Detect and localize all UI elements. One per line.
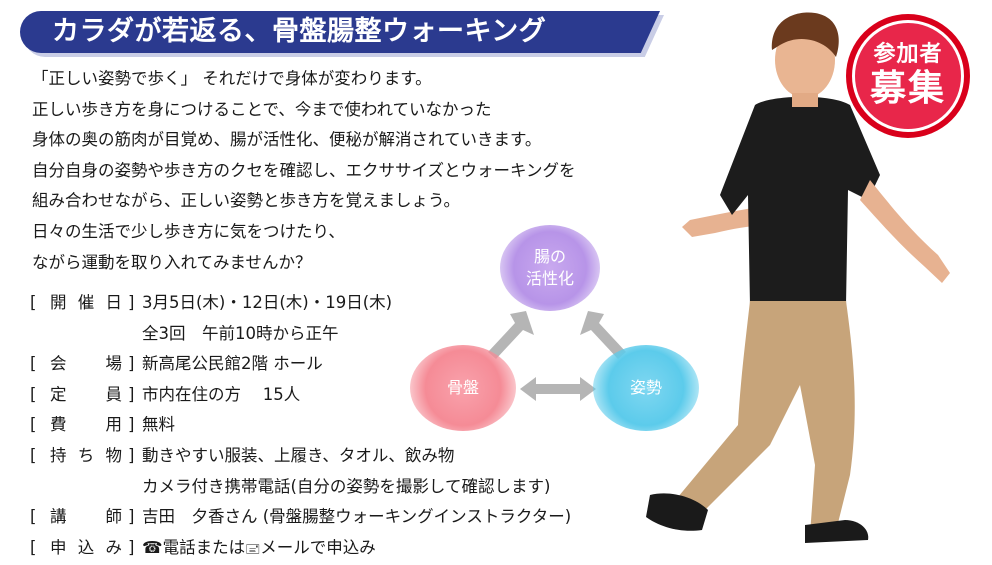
arrow-left-right [520,377,596,401]
posture-label: 姿勢 [629,378,662,397]
detail-value: ☎電話または🖃メールで申込み [142,533,376,565]
intro-line: 「正しい姿勢で歩く」 それだけで身体が変わります。 [32,69,432,88]
detail-label: [持ち物] [30,445,135,465]
recruitment-badge: 参加者 募集 [846,14,970,138]
intro-line: 正しい歩き方を身につけることで、今まで使われていなかった [32,99,492,119]
intro-line: 組み合わせながら、正しい姿勢と歩き方を覚えましょう。 [32,191,461,211]
intro-line: 身体の奥の筋肉が目覚め、腸が活性化、便秘が解消されていきます。 [32,130,542,150]
detail-items: [持ち物] 動きやすい服装、上履き、タオル、飲み物 [30,441,571,472]
detail-value: 新高尾公民館2階 ホール [142,354,323,374]
posture-circle: 姿勢 [593,345,699,431]
walking-woman-photo [646,12,950,543]
detail-items-extra: カメラ付き携帯電話(自分の姿勢を撮影して確認します) [142,476,551,496]
badge-main-text: 募集 [869,68,946,109]
gut-label-1: 腸の [533,247,566,266]
badge-inner: 参加者 募集 [852,20,964,132]
title-banner [20,11,660,53]
detail-label: [申込み] [30,537,135,557]
apply-text-b: メールで申込み [260,537,376,557]
pelvis-circle: 骨盤 [410,345,516,431]
cycle-diagram: 腸の活性化 骨盤 姿勢 [400,225,720,431]
phone-icon: ☎ [142,537,163,557]
gut-label-2: 活性化 [525,269,574,288]
detail-apply: [申込み] ☎電話または🖃メールで申込み [30,533,571,565]
detail-instructor: [講 師] 吉田 夕香さん (骨盤腸整ウォーキングインストラクター) [30,502,571,533]
arrow-up-right [580,311,626,359]
detail-label: [費 用] [30,415,135,435]
detail-capacity: [定 員] 市内在住の方 15人 [30,380,571,411]
intro-line: ながら運動を取り入れてみませんか？ [32,252,312,272]
detail-fee: [費 用] 無料 [30,410,571,441]
detail-venue: [会 場] 新高尾公民館2階 ホール [30,349,571,380]
detail-label: [会 場] [30,354,135,374]
detail-date: [開催日] 3月5日(木)・12日(木)・19日(木) [30,288,571,319]
intro-line: 日々の生活で少し歩き方に気をつけたり、 [32,221,345,241]
pelvis-label: 骨盤 [446,378,479,397]
intro-text: 「正しい姿勢で歩く」 それだけで身体が変わります。 正しい歩き方を身につけること… [32,64,576,278]
detail-label: [定 員] [30,384,135,404]
detail-value: 吉田 夕香さん (骨盤腸整ウォーキングインストラクター) [142,507,572,527]
intro-line: 自分自身の姿勢や歩き方のクセを確認し、エクササイズとウォーキングを [32,160,576,180]
page-title: カラダが若返る、骨盤腸整ウォーキング [52,16,547,47]
arrow-up-left [488,311,534,359]
detail-value: 無料 [142,415,175,435]
detail-value: 3月5日(木)・12日(木)・19日(木) [142,293,393,312]
detail-value: 動きやすい服装、上履き、タオル、飲み物 [142,445,455,465]
mail-icon: 🖃 [245,541,261,557]
event-details: [開催日] 3月5日(木)・12日(木)・19日(木) 全3回 午前10時から正… [30,288,571,565]
detail-value: 市内在住の方 15人 [142,384,301,404]
badge-top-text: 参加者 [873,42,943,67]
detail-date-extra: 全3回 午前10時から正午 [142,323,339,343]
detail-label: [講 師] [30,507,135,527]
apply-text-a: 電話または [162,537,246,557]
gut-circle: 腸の活性化 [500,225,600,311]
detail-label: [開催日] [30,293,135,312]
